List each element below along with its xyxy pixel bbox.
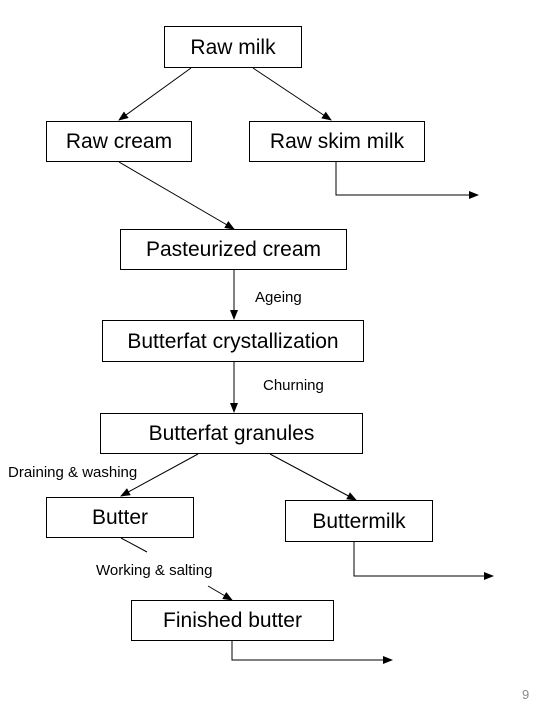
arrow-raw-cream-to-pasteurized-cream [118, 161, 235, 230]
node-raw-skim-milk: Raw skim milk [249, 121, 425, 162]
arrow-granules-to-buttermilk [269, 453, 357, 501]
arrow-granules-to-butter [120, 453, 199, 497]
arrow-butter-to-working-salting [120, 537, 148, 553]
arrow-working-salting-to-finished-butter [207, 585, 233, 601]
node-butter: Butter [46, 497, 194, 538]
arrow-raw-milk-to-raw-skim-milk [252, 67, 332, 121]
node-buttermilk: Buttermilk [285, 500, 433, 542]
arrow-finished-butter-out [231, 641, 393, 664]
arrow-raw-skim-milk-out [335, 162, 479, 199]
step-label-draining-washing: Draining & washing [8, 464, 138, 481]
arrow-buttermilk-out [353, 542, 494, 580]
node-finished-butter: Finished butter [131, 600, 334, 641]
step-label-ageing: Ageing [255, 289, 302, 306]
step-label-churning: Churning [263, 377, 324, 394]
node-butterfat-granules: Butterfat granules [100, 413, 363, 454]
node-raw-milk: Raw milk [164, 26, 302, 68]
node-butterfat-crystallization: Butterfat crystallization [102, 320, 364, 362]
node-raw-cream: Raw cream [46, 121, 192, 162]
step-label-working-salting: Working & salting [94, 562, 215, 579]
page-number: 9 [522, 687, 530, 702]
node-pasteurized-cream: Pasteurized cream [120, 229, 347, 270]
arrow-raw-milk-to-raw-cream [118, 67, 192, 121]
